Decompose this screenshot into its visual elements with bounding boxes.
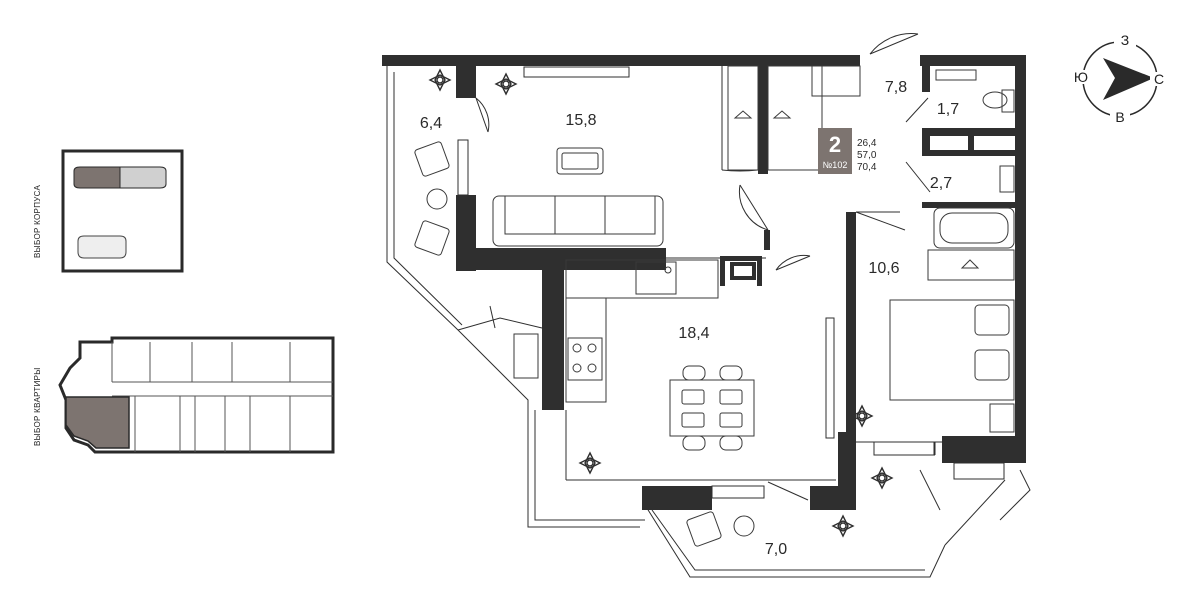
compass-arrow-icon (1103, 58, 1154, 100)
apartment-select-label: ВЫБОР КВАРТИРЫ (33, 367, 42, 446)
room-area-loggia-bottom: 7,0 (765, 541, 787, 558)
balcony-outlines (386, 66, 1031, 578)
windows (457, 66, 1005, 499)
coffee-table (556, 147, 604, 175)
plants (428, 68, 894, 538)
building-1-selected[interactable] (73, 166, 121, 189)
floor-apartments (111, 342, 333, 452)
compass-north: З (1121, 32, 1129, 48)
living-furniture (492, 147, 664, 247)
room-area-loggia-left: 6,4 (420, 115, 442, 132)
apartment-selector: ВЫБОР КВАРТИРЫ (33, 336, 335, 454)
room-area-kitchen: 18,4 (678, 325, 709, 342)
badge-area-full: 70,4 (857, 162, 877, 173)
badge-area-total: 57,0 (857, 150, 877, 161)
building-2[interactable] (119, 166, 167, 189)
sink-icon (635, 261, 677, 295)
badge-area-living: 26,4 (857, 138, 877, 149)
bath-furniture (811, 65, 1015, 249)
apartment-plan: 6,4 15,8 7,8 1,7 2,7 18,4 10,6 7,0 2 №10… (382, 33, 1031, 578)
loggia-furniture (414, 141, 755, 547)
building-select-label: ВЫБОР КОРПУСА (33, 184, 42, 258)
toilet (982, 91, 1008, 109)
badge-rooms: 2 (829, 132, 841, 157)
compass: З С В Ю (1072, 32, 1166, 125)
compass-west: Ю (1074, 69, 1088, 85)
washbasin (999, 165, 1015, 193)
sofa (492, 195, 664, 247)
apartment-badge: 2 №102 26,4 57,0 70,4 (818, 128, 877, 174)
badge-apartment-number: №102 (823, 160, 848, 170)
stove (811, 65, 861, 97)
radiator (513, 333, 539, 379)
plant-icon (428, 68, 452, 92)
plant-icon (494, 72, 518, 96)
dining-table (669, 365, 755, 451)
plant-icon (831, 514, 855, 538)
room-area-living: 15,8 (565, 112, 596, 129)
building-selector: ВЫБОР КОРПУСА (33, 149, 184, 273)
badge-box (818, 128, 852, 174)
building-3[interactable] (77, 235, 127, 259)
door-living-loggia (475, 97, 489, 133)
plant-icon (578, 451, 602, 475)
shaft (734, 266, 752, 276)
kitchen-furniture (513, 259, 719, 403)
room-area-bedroom: 10,6 (868, 260, 899, 277)
compass-south: В (1115, 109, 1124, 125)
selected-apartment[interactable] (65, 396, 130, 449)
plant-icon (870, 466, 894, 490)
room-area-hall: 7,8 (885, 79, 907, 96)
bathtub (933, 207, 1015, 249)
plant-icon (850, 404, 874, 428)
room-area-wc: 1,7 (937, 101, 959, 118)
bed (889, 299, 1015, 401)
compass-east: С (1154, 71, 1164, 87)
doors (457, 33, 1006, 546)
hob-icon (567, 337, 603, 381)
room-area-bath: 2,7 (930, 175, 952, 192)
wardrobes (727, 65, 1015, 281)
bedroom-furniture (889, 299, 1015, 433)
